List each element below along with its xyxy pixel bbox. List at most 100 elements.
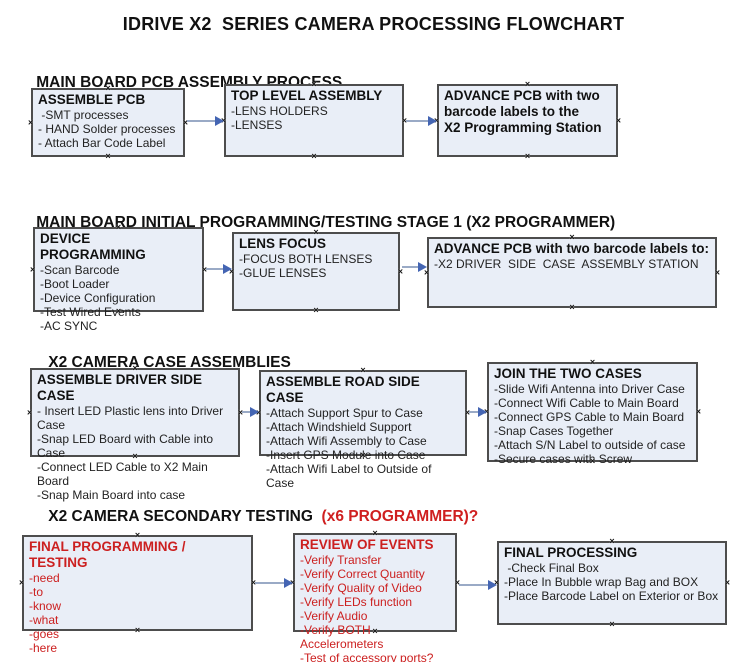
flow-box-review-of-events[interactable]: REVIEW OF EVENTS -Verify Transfer-Verify… — [290, 529, 460, 662]
section-header-initial-programming: MAIN BOARD INITIAL PROGRAMMING/TESTING S… — [19, 196, 615, 250]
connector-lens-focus-to-advance-pcb[interactable] — [402, 262, 427, 272]
box-line: -Secure cases with Screw — [494, 452, 633, 466]
box-title: FINAL PROGRAMMING / TESTING — [29, 539, 186, 570]
connector-assemble-pcb-to-top-level[interactable] — [187, 116, 224, 126]
box-title: ASSEMBLE DRIVER SIDE CASE — [37, 372, 203, 403]
box-line: -goes — [29, 627, 60, 641]
box-line: -Boot Loader — [40, 277, 110, 291]
box-line: -Connect Wifi Cable to Main Board — [494, 396, 679, 410]
connection-handle-icon: × — [724, 577, 730, 588]
arrow-right-icon — [428, 116, 437, 126]
flow-box-assemble-pcb[interactable]: ASSEMBLE PCB -SMT processes- HAND Solder… — [28, 84, 188, 161]
box-line: -here — [29, 641, 58, 655]
connection-handle-icon: × — [464, 407, 470, 418]
arrow-right-icon — [250, 407, 259, 417]
box-body: -need-to-know-what-goes-here — [29, 571, 247, 655]
box-line: -LENSES — [231, 118, 283, 132]
box-line: -what — [29, 613, 59, 627]
box-body: -Scan Barcode-Boot Loader-Device Configu… — [40, 263, 198, 333]
connector-device-programming-to-lens-focus[interactable] — [206, 264, 232, 274]
box-line: -Attach Support Spur to Case — [266, 406, 423, 420]
section-header-text: X2 CAMERA SECONDARY TESTING — [48, 508, 318, 525]
box-title: TOP LEVEL ASSEMBLY — [231, 88, 383, 103]
connector-top-level-to-advance-pcb[interactable] — [406, 116, 437, 126]
box-line: -Scan Barcode — [40, 263, 120, 277]
arrow-right-icon — [488, 580, 497, 590]
box-title: DEVICE PROGRAMMING — [40, 231, 146, 262]
box-line: - Insert LED Plastic lens into Driver Ca… — [37, 404, 227, 432]
box-body: -X2 DRIVER SIDE CASE ASSEMBLY STATION — [434, 257, 711, 271]
box-line: -Verify Transfer — [300, 553, 382, 567]
box-body: - Insert LED Plastic lens into Driver Ca… — [37, 404, 234, 502]
arrow-right-icon — [478, 407, 487, 417]
box-line: -Test of accessory ports? — [300, 651, 434, 662]
box-line: -Verify Audio — [300, 609, 368, 623]
connection-handle-icon: × — [30, 264, 36, 274]
box-line: -Snap LED Board with Cable into Case — [37, 432, 217, 460]
box-body: -Verify Transfer-Verify Correct Quantity… — [300, 553, 451, 662]
flow-box-assemble-road-side-case[interactable]: ASSEMBLE ROAD SIDE CASE -Attach Support … — [256, 366, 470, 491]
arrow-right-icon — [223, 264, 232, 274]
box-line: -Attach Wifi Assembly to Case — [266, 434, 427, 448]
box-line: -need — [29, 571, 60, 585]
box-line: -Snap Cases Together — [494, 424, 614, 438]
box-line: -Verify Correct Quantity — [300, 567, 425, 581]
box-line: -Device Configuration — [40, 291, 156, 305]
box-line: - Attach Bar Code Label — [38, 136, 166, 150]
connection-handle-icon: × — [615, 115, 621, 125]
box-line: -Attach S/N Label to outside of case — [494, 438, 686, 452]
connection-handle-icon: × — [609, 619, 615, 629]
section-header-case-assemblies: X2 CAMERA CASE ASSEMBLIES — [31, 336, 291, 390]
connection-handle-icon: × — [27, 407, 33, 417]
section-header-accent: (x6 PROGRAMMER)? — [317, 508, 479, 525]
box-line: -Attach Windshield Support — [266, 420, 412, 434]
box-line: -Slide Wifi Antenna into Driver Case — [494, 382, 685, 396]
box-line: -LENS HOLDERS — [231, 104, 328, 118]
connector-final-programming-to-review[interactable] — [255, 578, 293, 588]
box-line: -GLUE LENSES — [239, 266, 327, 280]
connector-road-case-to-join-cases[interactable] — [469, 407, 487, 417]
arrow-right-icon — [284, 578, 293, 588]
box-line: -Verify Quality of Video — [300, 581, 422, 595]
box-title: FINAL PROCESSING — [504, 545, 638, 560]
box-title: ADVANCE PCB with two barcode labels to: — [434, 241, 710, 256]
box-line: -Test Wired Events — [40, 305, 141, 319]
box-title: ASSEMBLE PCB — [38, 92, 146, 107]
connection-handle-icon: × — [524, 151, 531, 161]
box-title: ADVANCE PCB with two barcode labels to t… — [444, 88, 602, 135]
box-title: LENS FOCUS — [239, 236, 327, 251]
box-title: REVIEW OF EVENTS — [300, 537, 434, 552]
box-line: -FOCUS BOTH LENSES — [239, 252, 373, 266]
connector-driver-case-to-road-case[interactable] — [242, 407, 259, 417]
box-title: ASSEMBLE ROAD SIDE CASE — [266, 374, 420, 405]
box-line: -Verify BOTH Accelerometers — [300, 623, 384, 651]
box-line: -Connect LED Cable to X2 Main Board — [37, 460, 212, 488]
connection-handle-icon: × — [714, 267, 720, 277]
connection-handle-icon: × — [311, 151, 317, 161]
box-line: -to — [29, 585, 44, 599]
box-line: - HAND Solder processes — [38, 122, 176, 136]
box-line: -AC SYNC — [40, 319, 98, 333]
connection-handle-icon: × — [28, 117, 34, 127]
page-title: IDRIVE X2 SERIES CAMERA PROCESSING FLOWC… — [122, 14, 625, 34]
flow-box-join-the-two-cases[interactable]: JOIN THE TWO CASES -Slide Wifi Antenna i… — [484, 358, 701, 467]
box-line: -Insert GPS Module into Case — [266, 448, 426, 462]
box-line: -SMT processes — [38, 108, 129, 122]
flow-box-lens-focus[interactable]: LENS FOCUS -FOCUS BOTH LENSES-GLUE LENSE… — [229, 228, 403, 315]
flow-box-final-processing[interactable]: FINAL PROCESSING -Check Final Box-Place … — [494, 537, 730, 629]
connector-review-to-final-processing[interactable] — [459, 580, 497, 590]
connection-handle-icon: × — [19, 577, 25, 588]
flow-box-assemble-driver-side-case[interactable]: ASSEMBLE DRIVER SIDE CASE - Insert LED P… — [27, 364, 243, 503]
section-header-text: MAIN BOARD INITIAL PROGRAMMING/TESTING S… — [36, 214, 616, 231]
box-body: -FOCUS BOTH LENSES-GLUE LENSES — [239, 252, 394, 280]
connection-handle-icon: × — [313, 305, 319, 315]
flow-box-final-programming-testing[interactable]: FINAL PROGRAMMING / TESTING -need-to-kno… — [19, 531, 256, 656]
box-body: -SMT processes- HAND Solder processes- A… — [38, 108, 179, 150]
flow-box-advance-pcb-programming-station[interactable]: ADVANCE PCB with two barcode labels to t… — [434, 80, 621, 161]
flow-box-top-level-assembly[interactable]: TOP LEVEL ASSEMBLY -LENS HOLDERS-LENSES … — [221, 80, 407, 161]
connection-handle-icon: × — [397, 266, 403, 276]
flow-box-device-programming[interactable]: DEVICE PROGRAMMING -Scan Barcode-Boot Lo… — [30, 223, 207, 334]
box-body: -Check Final Box-Place In Bubble wrap Ba… — [504, 561, 721, 603]
flow-box-advance-pcb-driver-side-station[interactable]: ADVANCE PCB with two barcode labels to: … — [424, 233, 720, 312]
